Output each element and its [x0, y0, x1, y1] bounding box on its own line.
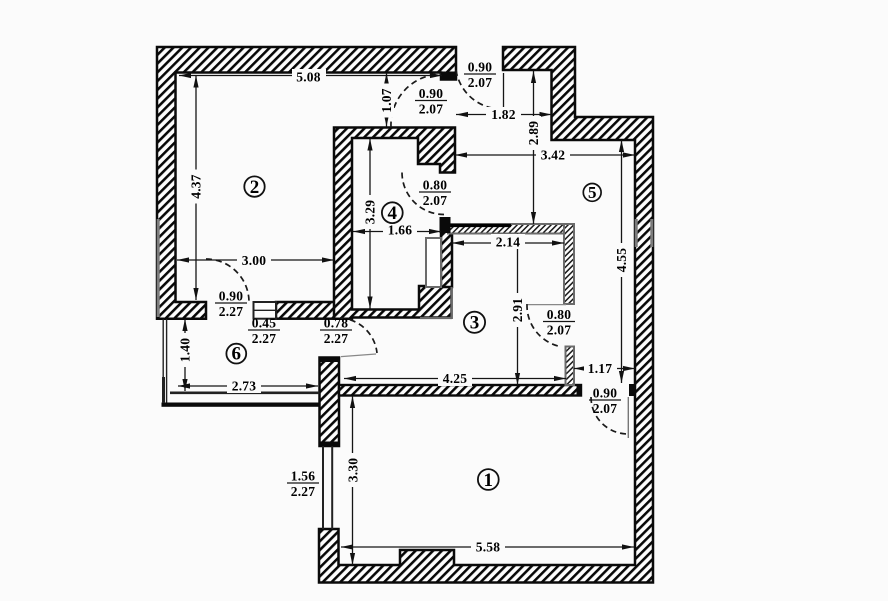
- svg-text:2.14: 2.14: [496, 235, 520, 250]
- svg-text:1.66: 1.66: [388, 223, 412, 238]
- svg-text:4.37: 4.37: [189, 174, 204, 198]
- svg-text:2.07: 2.07: [419, 102, 443, 117]
- svg-text:3.30: 3.30: [346, 458, 361, 482]
- svg-text:2.07: 2.07: [593, 401, 617, 416]
- svg-text:2.27: 2.27: [291, 484, 315, 499]
- svg-text:2.91: 2.91: [510, 298, 525, 322]
- svg-text:0.90: 0.90: [219, 289, 243, 304]
- svg-text:5: 5: [588, 183, 597, 202]
- svg-text:3.29: 3.29: [363, 200, 378, 224]
- svg-text:1.40: 1.40: [178, 338, 193, 362]
- svg-text:2.27: 2.27: [219, 304, 243, 319]
- svg-text:0.80: 0.80: [547, 307, 571, 322]
- svg-text:1.82: 1.82: [491, 107, 515, 122]
- svg-text:2.07: 2.07: [468, 75, 492, 90]
- svg-text:1: 1: [484, 470, 494, 491]
- svg-text:2.89: 2.89: [526, 121, 541, 145]
- svg-text:5.58: 5.58: [476, 540, 500, 555]
- svg-text:3.42: 3.42: [541, 148, 565, 163]
- svg-text:0.90: 0.90: [468, 60, 492, 75]
- svg-text:2.27: 2.27: [252, 331, 276, 346]
- svg-text:2.73: 2.73: [232, 379, 256, 394]
- svg-text:2.07: 2.07: [423, 193, 447, 208]
- svg-text:2.27: 2.27: [324, 331, 348, 346]
- svg-text:4: 4: [388, 203, 398, 224]
- svg-text:2: 2: [250, 177, 260, 198]
- svg-text:0.90: 0.90: [593, 386, 617, 401]
- svg-text:4.25: 4.25: [443, 371, 467, 386]
- svg-text:0.90: 0.90: [419, 86, 443, 101]
- svg-text:3: 3: [470, 313, 480, 334]
- svg-text:3.00: 3.00: [242, 253, 266, 268]
- svg-text:1.17: 1.17: [588, 361, 612, 376]
- svg-text:2.07: 2.07: [547, 323, 571, 338]
- svg-text:1.56: 1.56: [291, 469, 315, 484]
- svg-text:1.07: 1.07: [379, 88, 394, 112]
- svg-text:0.78: 0.78: [324, 316, 348, 331]
- svg-text:5.08: 5.08: [296, 70, 320, 85]
- svg-text:6: 6: [232, 344, 242, 365]
- svg-text:4.55: 4.55: [614, 248, 629, 272]
- svg-text:0.45: 0.45: [252, 316, 276, 331]
- svg-text:0.80: 0.80: [423, 178, 447, 193]
